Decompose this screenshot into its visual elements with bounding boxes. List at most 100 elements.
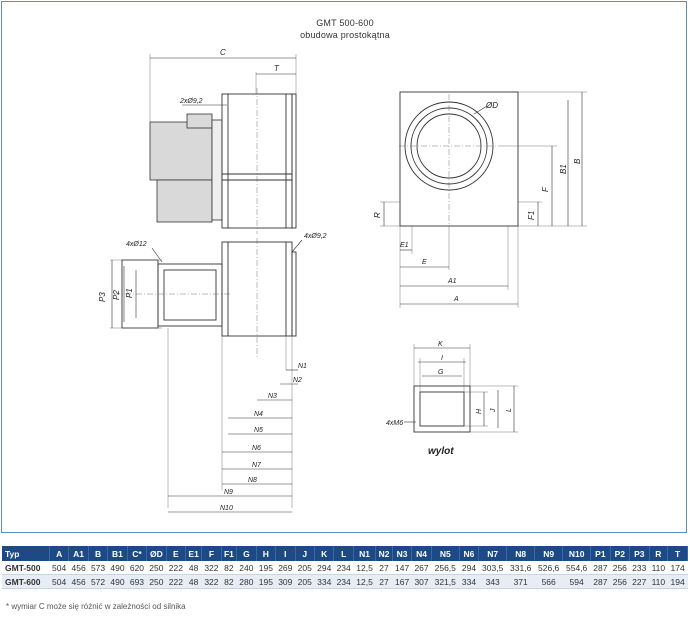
table-cell: 195: [256, 574, 276, 589]
table-cell: 194: [667, 574, 688, 589]
table-cell: 343: [478, 574, 507, 589]
column-header: ØD: [146, 546, 167, 561]
label-H: H: [476, 408, 483, 414]
table-cell: 504: [49, 561, 69, 575]
drawing-title: GMT 500-600: [316, 18, 374, 28]
table-cell: 566: [534, 574, 563, 589]
column-header: N4: [411, 546, 432, 561]
label-M6: 4xM6: [386, 420, 403, 427]
column-header: A: [49, 546, 70, 561]
front-view: ØD B B1 F F1 R E1: [373, 91, 587, 308]
table-cell: 572: [88, 574, 108, 589]
column-header: T: [667, 546, 688, 561]
label-I: I: [441, 355, 443, 362]
column-header: R: [649, 546, 669, 561]
label-J: J: [490, 408, 497, 413]
table-cell: 147: [392, 561, 412, 575]
column-header: L: [333, 546, 354, 561]
column-header: N3: [392, 546, 413, 561]
column-header: B: [88, 546, 109, 561]
table-cell: 490: [107, 574, 128, 589]
column-header: A1: [68, 546, 89, 561]
motor-base: [156, 179, 213, 223]
label-L: L: [506, 408, 513, 412]
table-cell: 287: [590, 561, 611, 575]
table-cell: 222: [166, 561, 186, 575]
table-cell: 280: [236, 574, 257, 589]
label-K: K: [438, 341, 443, 348]
label-hole-top: 2xØ9,2: [179, 98, 203, 105]
table-cell: 12,5: [353, 561, 376, 575]
table-cell: 227: [629, 574, 649, 589]
label-N7: N7: [252, 462, 262, 469]
label-R: R: [373, 212, 382, 218]
label-hole-left: 4xØ12: [126, 241, 147, 248]
label-N9: N9: [224, 489, 233, 496]
table-cell: 594: [562, 574, 591, 589]
column-header: N9: [534, 546, 564, 561]
housing-front: [399, 91, 519, 227]
table-cell: 287: [590, 574, 611, 589]
table-cell: GMT-600: [2, 574, 50, 589]
table-cell: 554,6: [562, 561, 591, 575]
table-cell: GMT-500: [2, 561, 50, 575]
footnote: * wymiar C może się różnić w zależności …: [6, 602, 186, 611]
label-N6: N6: [252, 445, 261, 452]
label-N10: N10: [220, 505, 233, 512]
table-cell: 620: [127, 561, 147, 575]
table-cell: 334: [459, 574, 479, 589]
column-header: N7: [478, 546, 508, 561]
label-N2: N2: [293, 377, 302, 384]
label-P3: P3: [98, 292, 107, 302]
table-cell: 250: [146, 574, 167, 589]
table-cell: 12,5: [353, 574, 376, 589]
table-cell: 250: [146, 561, 167, 575]
table-cell: 174: [667, 561, 688, 575]
label-E1: E1: [400, 242, 409, 249]
table-cell: 331,6: [506, 561, 535, 575]
label-F: F: [541, 186, 550, 192]
table-cell: 322: [201, 561, 222, 575]
label-OD: ØD: [485, 101, 498, 110]
label-E: E: [422, 259, 427, 266]
label-A1: A1: [447, 278, 457, 285]
side-view-bottom: P3 P2 P1 4xØ12 4xØ9,2 N1 N2 N3 N4 N5: [98, 233, 327, 513]
label-N5: N5: [254, 427, 263, 434]
column-header: C*: [127, 546, 148, 561]
outlet-view: K I G H J L 4xM6 wylot: [386, 341, 518, 457]
column-header: N6: [459, 546, 480, 561]
table-cell: 294: [314, 561, 334, 575]
table-cell: 693: [127, 574, 147, 589]
label-C: C: [220, 48, 226, 57]
column-header: E: [166, 546, 187, 561]
column-header: N2: [375, 546, 393, 561]
table-cell: 240: [236, 561, 257, 575]
label-P2: P2: [112, 290, 121, 300]
column-header: P2: [610, 546, 631, 561]
table-cell: 167: [392, 574, 412, 589]
column-header: N5: [431, 546, 460, 561]
table-cell: 48: [185, 574, 202, 589]
label-G: G: [438, 369, 444, 376]
table-cell: 205: [295, 561, 315, 575]
column-header: J: [295, 546, 315, 561]
label-N4: N4: [254, 411, 263, 418]
column-header: B1: [107, 546, 128, 561]
label-P1: P1: [125, 288, 134, 298]
table-cell: 573: [88, 561, 108, 575]
column-header: F: [201, 546, 222, 561]
technical-drawing: GMT 500-600 obudowa prostokątna C: [1, 1, 687, 533]
label-A: A: [453, 296, 459, 303]
table-cell: 110: [649, 574, 668, 589]
label-N8: N8: [248, 477, 257, 484]
table-cell: 82: [221, 561, 237, 575]
label-F1: F1: [527, 211, 536, 220]
table-cell: 456: [68, 561, 89, 575]
table-cell: 234: [333, 561, 354, 575]
table-cell: 334: [314, 574, 334, 589]
motor-flange: [211, 119, 223, 221]
table-cell: 303,5: [478, 561, 507, 575]
